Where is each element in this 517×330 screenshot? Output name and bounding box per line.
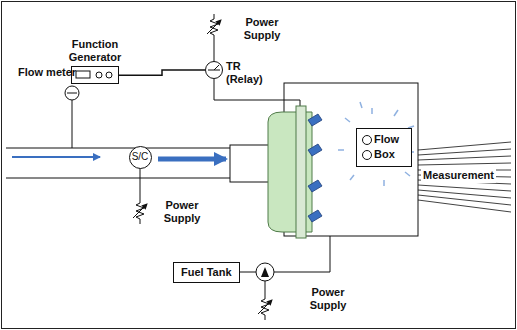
node-text: Fuel Tank bbox=[181, 266, 232, 279]
port-circles bbox=[360, 132, 374, 166]
fan-line bbox=[418, 142, 511, 150]
relay-symbol: TR (Relay) bbox=[205, 60, 270, 85]
node-text: Flow Box bbox=[374, 132, 406, 163]
signal-wire bbox=[119, 70, 205, 75]
generator-icon bbox=[71, 66, 119, 84]
fan-line bbox=[418, 185, 511, 191]
measurement-label: Measurement bbox=[421, 168, 496, 183]
fan-line bbox=[418, 156, 511, 160]
fan-line bbox=[418, 149, 511, 155]
power-label: Power Supply bbox=[232, 16, 292, 41]
power-label: Power Supply bbox=[298, 286, 358, 311]
tank-box: Fuel Tank bbox=[173, 262, 240, 283]
node-text: S/C bbox=[132, 151, 149, 163]
relay-circle bbox=[205, 61, 225, 81]
fan-line bbox=[418, 163, 511, 165]
meter-label: Flow meter bbox=[18, 66, 76, 79]
node-text: Function Generator bbox=[59, 38, 131, 63]
power-label: Power Supply bbox=[152, 199, 212, 224]
fan-line bbox=[418, 200, 511, 212]
fan-line bbox=[418, 195, 511, 205]
node-text: TR (Relay) bbox=[226, 60, 270, 85]
sensor-circle: S/C bbox=[129, 146, 152, 169]
node-text: Flow meter bbox=[18, 66, 76, 79]
flow-box: Flow Box bbox=[356, 128, 412, 167]
